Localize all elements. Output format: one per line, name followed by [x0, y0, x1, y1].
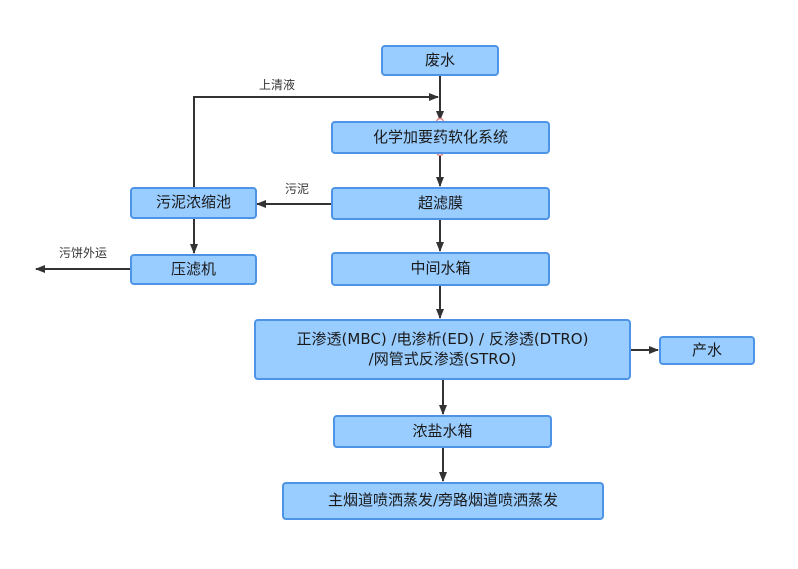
label-sludge: 污泥 [285, 182, 310, 196]
node-intermediate-tank[interactable]: 中间水箱 [331, 252, 550, 286]
label-supernatant: 上清液 [259, 78, 296, 92]
node-sludge-thickener[interactable]: 污泥浓缩池 [130, 187, 257, 219]
node-softening-system[interactable]: 化学加要药软化系统 [331, 121, 550, 154]
node-ultrafiltration[interactable]: 超滤膜 [331, 187, 550, 220]
node-membrane-treatment[interactable]: 正渗透(MBC) /电渗析(ED) / 反渗透(DTRO) /网管式反渗透(ST… [254, 319, 631, 380]
node-brine-tank[interactable]: 浓盐水箱 [333, 415, 552, 448]
label-cake-transport: 污饼外运 [59, 246, 108, 260]
membrane-line-2: /网管式反渗透(STRO) [368, 349, 517, 368]
membrane-line-1: 正渗透(MBC) /电渗析(ED) / 反渗透(DTRO) [296, 330, 589, 348]
node-product-water[interactable]: 产水 [659, 336, 755, 365]
node-wastewater[interactable]: 废水 [381, 45, 499, 76]
node-filter-press[interactable]: 压滤机 [130, 254, 257, 285]
node-evaporation[interactable]: 主烟道喷洒蒸发/旁路烟道喷洒蒸发 [282, 482, 604, 520]
arrow-supernatant-return [193, 93, 439, 187]
